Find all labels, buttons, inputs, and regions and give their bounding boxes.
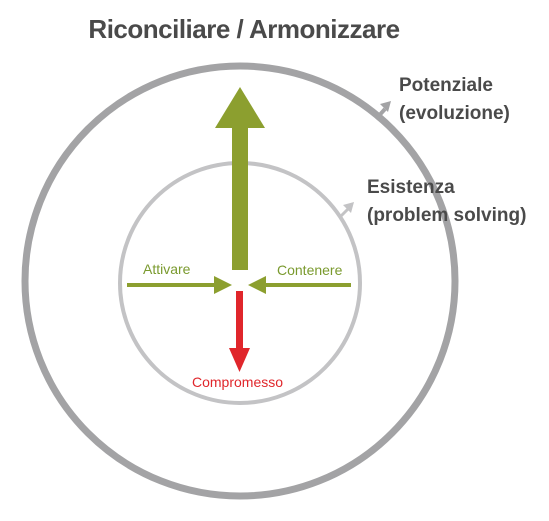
outer-circle-label-line1: Potenziale [399,75,493,96]
down-arrow [229,291,250,372]
right-arrow-label: Contenere [277,262,343,278]
outer-circle-label-line2: (evoluzione) [399,103,510,124]
outer-circle [21,62,459,500]
right-arrow [248,276,351,294]
left-arrow [127,276,232,294]
diagram-title: Riconciliare / Armonizzare [88,14,400,44]
down-arrow-label: Compromesso [192,374,284,390]
inner-circle-label-line1: Esistenza [367,177,455,198]
inner-circle-pointer-arrow [338,202,354,219]
up-arrow [215,87,265,270]
outer-circle-pointer-arrow [374,101,391,121]
left-arrow-label: Attivare [143,261,191,277]
inner-circle-label-line2: (problem solving) [367,205,527,226]
